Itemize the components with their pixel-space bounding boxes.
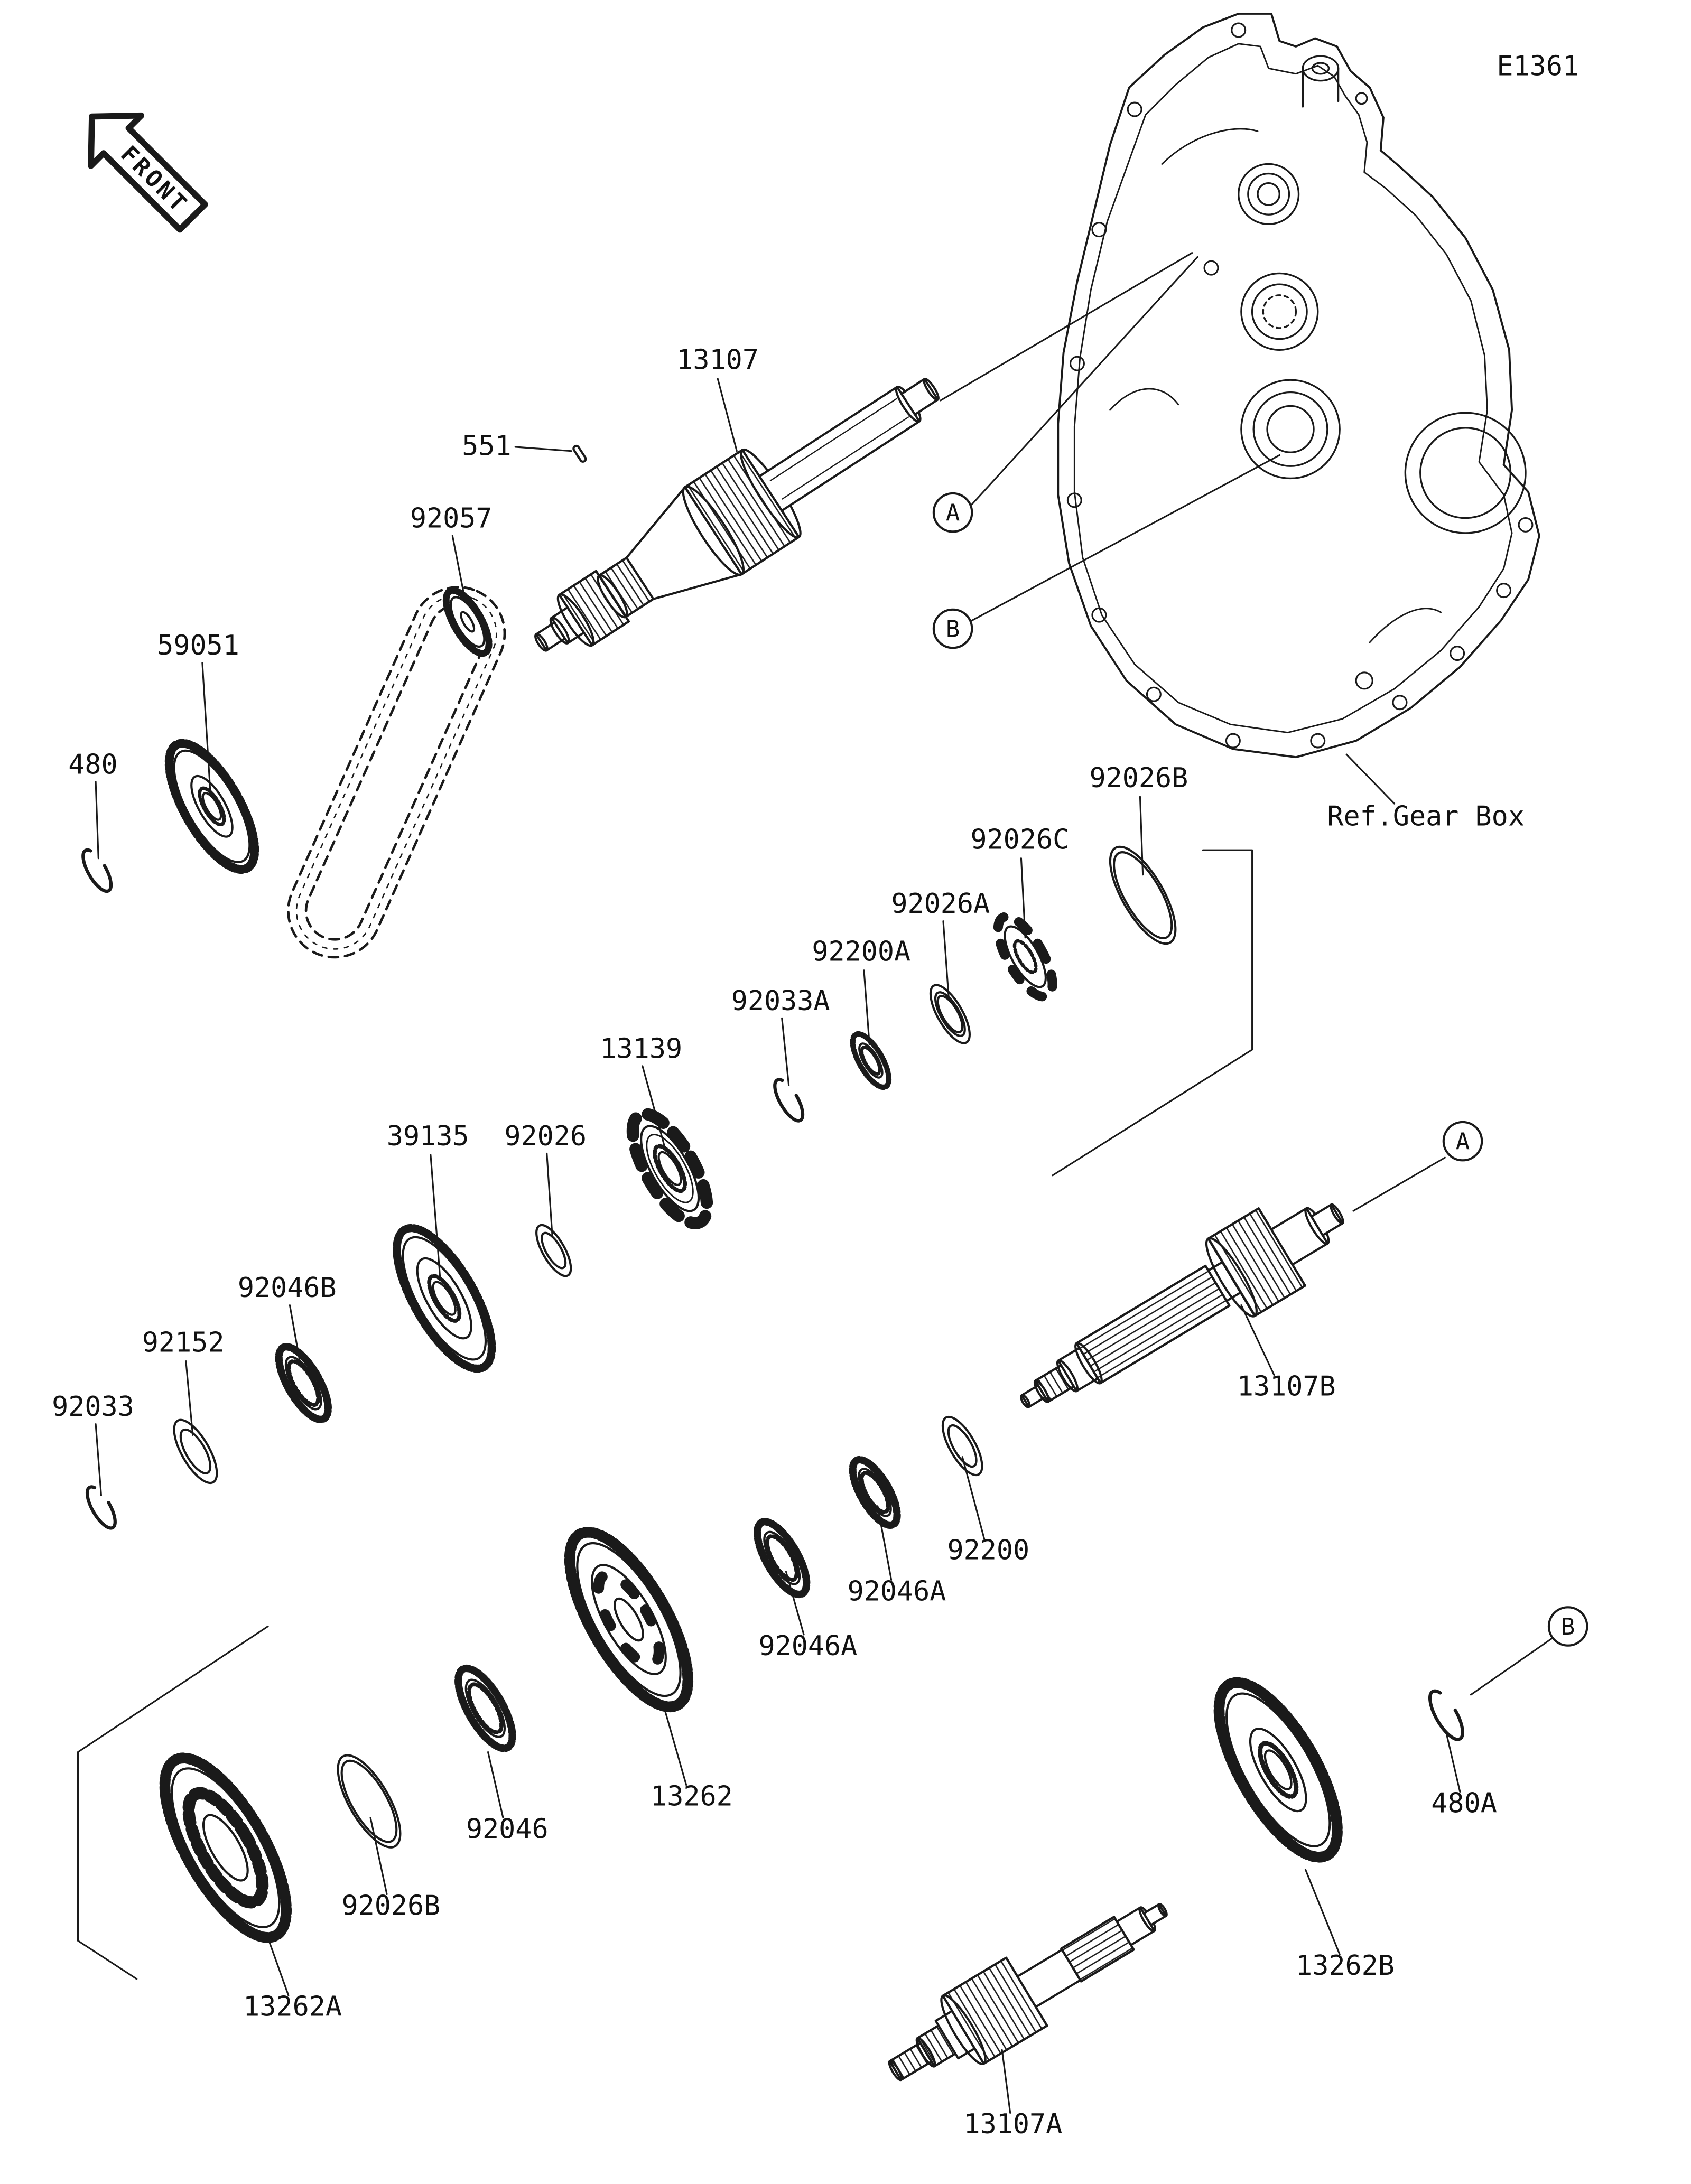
part-label-92026b-bottom: 92026B	[341, 1890, 440, 1921]
part-label-92057: 92057	[410, 503, 493, 535]
part-label-92046a-2: 92046A	[758, 1630, 857, 1662]
callout-a-top: A	[932, 492, 973, 533]
dog-hub-13139	[626, 1107, 713, 1229]
bearing-bores	[1238, 163, 1527, 534]
bolt-holes	[1066, 22, 1534, 749]
sprocket-59051	[164, 739, 259, 874]
gear-13262a	[159, 1752, 292, 1943]
washer-92026a	[929, 984, 971, 1044]
callout-b-right-label: B	[1561, 1613, 1575, 1640]
callout-a-right: A	[1442, 1121, 1483, 1162]
part-label-92046b: 92046B	[238, 1272, 337, 1304]
bearing-92046	[454, 1664, 516, 1752]
input-shaft-13107	[534, 377, 940, 652]
output-shaft-13107a	[888, 1903, 1168, 2082]
washer-92200	[941, 1415, 983, 1477]
part-label-551: 551	[462, 431, 511, 462]
part-label-13262: 13262	[651, 1780, 733, 1812]
part-label-92200a: 92200A	[812, 936, 910, 968]
bearing-92046b	[275, 1343, 332, 1423]
part-label-480a: 480A	[1431, 1787, 1497, 1819]
part-label-13139: 13139	[600, 1033, 682, 1065]
part-label-39135: 39135	[387, 1121, 469, 1152]
callout-circles: A B A B	[932, 492, 1588, 1647]
part-label-92046: 92046	[466, 1813, 549, 1845]
oring-92026b-bottom	[337, 1754, 402, 1849]
washer-92152	[173, 1418, 218, 1485]
output-shaft-13107b	[1020, 1203, 1344, 1408]
callout-b-top-label: B	[946, 616, 960, 643]
part-label-59051: 59051	[157, 630, 239, 661]
washer-92200a	[850, 1031, 892, 1090]
part-labels: E1361 Ref.Gear Box 13107 551 92057 59051…	[52, 50, 1579, 2140]
part-label-92033: 92033	[52, 1391, 134, 1423]
callout-b-top: B	[932, 608, 973, 649]
page-code: E1361	[1497, 50, 1579, 82]
part-label-13262a: 13262A	[243, 1991, 342, 2023]
gear-13262b	[1213, 1677, 1343, 1863]
part-label-13107b: 13107B	[1237, 1370, 1336, 1402]
leader-lines	[77, 252, 1553, 2114]
part-label-13107a: 13107A	[963, 2108, 1062, 2140]
part-label-13107: 13107	[676, 344, 759, 376]
part-label-92026c: 92026C	[970, 824, 1069, 856]
part-label-92033a: 92033A	[731, 985, 830, 1017]
part-label-92026a: 92026A	[891, 888, 990, 920]
circlip-92033	[85, 1485, 117, 1530]
circlip-480a	[1428, 1689, 1464, 1741]
front-arrow: FRONT	[88, 112, 208, 233]
part-label-92046a-1: 92046A	[848, 1575, 946, 1607]
callout-a-right-label: A	[1456, 1128, 1470, 1155]
housing-boss	[1302, 55, 1340, 108]
circlip-92033a	[773, 1078, 805, 1123]
pin-551	[572, 444, 587, 463]
part-label-480: 480	[68, 749, 117, 780]
gear-13262	[564, 1526, 694, 1713]
washer-92026	[535, 1224, 572, 1277]
holder-92026c	[993, 912, 1057, 1002]
gearbox-housing	[1057, 12, 1540, 759]
oring-92026b-top	[1109, 845, 1177, 945]
circlip-480	[81, 848, 113, 893]
bearing-92046a-right	[849, 1455, 901, 1529]
callout-b-right: B	[1547, 1606, 1588, 1647]
part-label-92200: 92200	[947, 1535, 1029, 1566]
part-label-92152: 92152	[142, 1327, 225, 1359]
part-label-92026: 92026	[504, 1121, 587, 1152]
gear-39135	[393, 1224, 496, 1373]
ref-gear-box-label: Ref.Gear Box	[1327, 801, 1525, 833]
sprocket-92057	[442, 586, 493, 657]
part-label-13262b: 13262B	[1296, 1950, 1395, 1982]
part-label-92026b-top: 92026B	[1089, 762, 1188, 794]
bearing-92046a-left	[754, 1518, 811, 1599]
callout-a-top-label: A	[946, 500, 960, 527]
